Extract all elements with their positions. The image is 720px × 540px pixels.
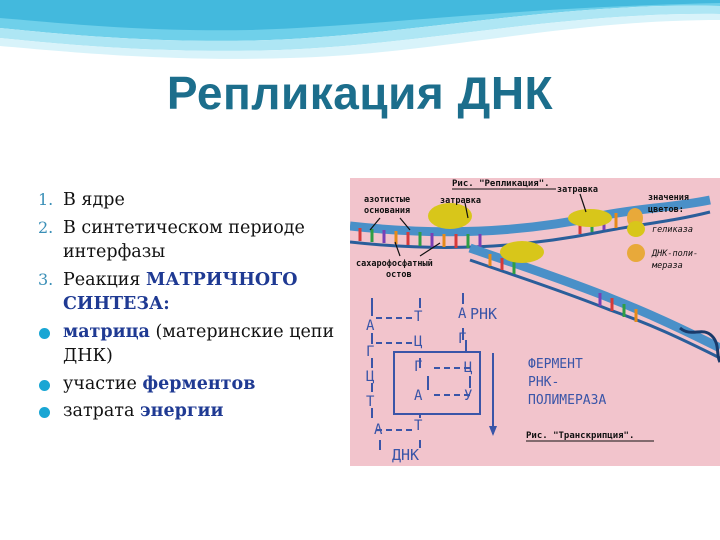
strand-letters: А Г Ц Т А Т Ц Г А Т А Г Ц У [366, 306, 473, 438]
sugar-label-line2: остов [386, 270, 412, 280]
bullet-item: участие ферментов [38, 372, 338, 397]
strand-letter: У [464, 388, 472, 404]
legend-helicase-label: геликаза [652, 225, 693, 235]
bullet-item: матрица (материнские цепи ДНК) [38, 320, 338, 369]
label-arrows [369, 193, 587, 257]
list-item: 1. В ядре [38, 188, 338, 213]
bullet-dot-icon [39, 327, 50, 339]
strand-letter: А [366, 318, 375, 334]
list-item: 2. В синтетическом периоде интерфазы [38, 216, 338, 265]
primer-label: затравка [440, 196, 481, 206]
caption-transcription: Рис. "Транскрипция". [526, 431, 634, 441]
list-number: 1. [38, 190, 54, 209]
bases-label-line1: азотистые [364, 195, 410, 205]
strand-letter: Ц [366, 369, 375, 385]
legend-title-line2: цветов: [648, 205, 684, 215]
dna-label: ДНК [392, 446, 419, 464]
strand-letter: А [458, 306, 467, 322]
strand-letter: Т [414, 418, 423, 434]
bullet-emphasis: матрица [63, 321, 150, 342]
bullet-text: (материнские цепи ДНК) [63, 321, 335, 367]
strand-letter: Г [458, 331, 466, 347]
list-number: 3. [38, 269, 54, 289]
list-item: 3. Реакция МАТРИЧНОГО СИНТЕЗА: [38, 268, 338, 317]
list-item-text: Реакция [63, 269, 147, 290]
strand-letter: Ц [414, 334, 423, 350]
dna-helix-lower [468, 243, 720, 363]
list-item-text: В ядре [63, 190, 125, 210]
legend-title-line1: значения [648, 193, 689, 203]
replication-figure: Рис. "Репликация". затравка затравка азо… [350, 178, 720, 466]
bullet-emphasis: ферментов [142, 373, 256, 394]
rna-label: РНК [470, 305, 497, 323]
enzyme-label-line3: ПОЛИМЕРАЗА [528, 393, 606, 408]
strand-letter: А [414, 388, 423, 404]
list-item-text: В синтетическом периоде интерфазы [63, 217, 305, 263]
legend-polymerase-line2: мераза [651, 261, 683, 271]
strand-letter: А [374, 422, 383, 438]
primer-label: затравка [557, 185, 598, 195]
strand-letter: Т [366, 394, 375, 410]
list-number: 2. [38, 217, 54, 237]
bullet-item: затрата энергии [38, 399, 338, 424]
bullet-dot-icon [39, 379, 50, 391]
strand-letter: Ц [464, 360, 473, 376]
sugar-label-line1: сахарофосфатный [356, 259, 433, 269]
header-wave-decoration [0, 0, 720, 59]
bases-label-line2: основания [364, 206, 410, 216]
legend-helicase-swatch [627, 221, 645, 237]
bullet-dot-icon [39, 407, 50, 418]
caption-replication: Рис. "Репликация". [452, 179, 550, 189]
bullet-emphasis: энергии [139, 401, 224, 421]
helicase-blob [428, 203, 472, 229]
legend-polymerase-line1: ДНК-поли- [651, 249, 698, 259]
transcription-strands [371, 293, 494, 450]
enzyme-label-line1: ФЕРМЕНТ [528, 357, 583, 372]
strand-letter: Г [366, 344, 374, 360]
content-list: 1. В ядре 2. В синтетическом периоде инт… [38, 188, 338, 427]
enzyme-label-line2: РНК- [528, 375, 559, 390]
helicase-blob [568, 209, 612, 227]
bullet-text: участие [63, 373, 143, 394]
strand-letter: Г [414, 359, 422, 375]
legend-polymerase-swatch [627, 244, 645, 262]
bullet-text: затрата [63, 401, 140, 421]
list-item-emphasis: МАТРИЧНОГО СИНТЕЗА: [63, 269, 298, 315]
page-title: Репликация ДНК [166, 67, 554, 119]
strand-letter: Т [414, 309, 423, 325]
helicase-blob [500, 241, 544, 263]
